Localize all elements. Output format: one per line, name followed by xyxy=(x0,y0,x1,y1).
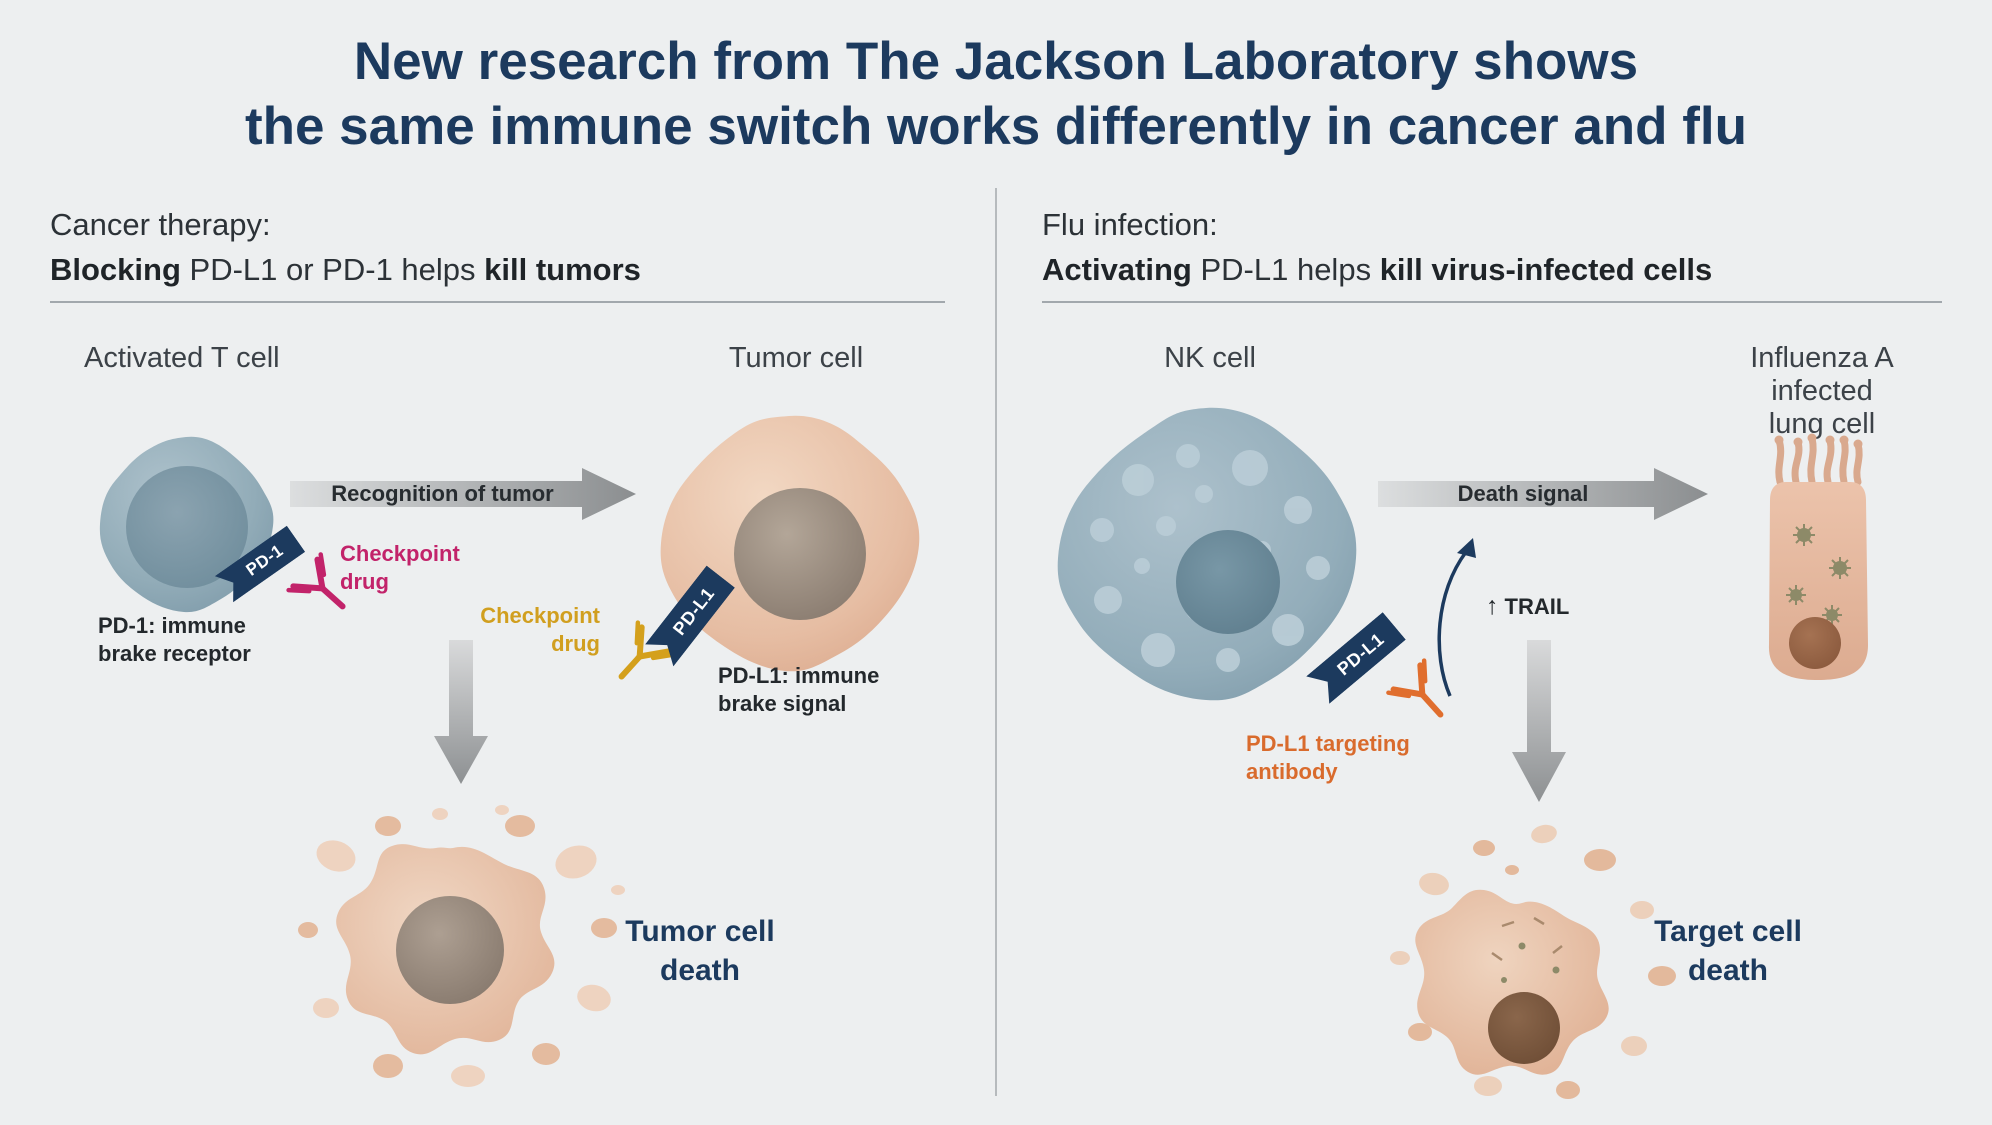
recognition-arrow-label: Recognition of tumor xyxy=(331,481,554,506)
right-header-mid: PD-L1 helps xyxy=(1191,251,1380,287)
trail-curved-arrow-icon xyxy=(1437,538,1476,697)
right-panel-header: Flu infection: Activating PD-L1 helps ki… xyxy=(1042,203,1712,293)
target-cell-fragments xyxy=(1390,824,1676,1099)
recognition-arrow-icon xyxy=(290,468,636,520)
nk-cell-label: NK cell xyxy=(1164,342,1256,374)
right-header-line2: Activating PD-L1 helps kill virus-infect… xyxy=(1042,248,1712,293)
checkpoint-drug-antibody-pink-icon xyxy=(286,552,346,610)
t-cell-nucleus xyxy=(126,466,248,588)
right-down-arrow-icon xyxy=(1512,640,1566,802)
nk-cell-nucleus xyxy=(1176,530,1280,634)
left-down-arrow-icon xyxy=(434,640,488,784)
trail-label-group: ↑TRAIL xyxy=(1486,592,1569,621)
checkpoint-drug-pink-label: Checkpoint drug xyxy=(340,541,460,595)
tumor-cell-fragments xyxy=(298,805,625,1087)
dead-tumor-cell-nucleus xyxy=(396,896,504,1004)
tumor-death-label: Tumor cell death xyxy=(625,915,775,987)
trail-increase-arrow-icon: ↑ xyxy=(1486,592,1499,620)
right-header-bold1: Activating xyxy=(1042,251,1192,287)
left-header-line1: Cancer therapy: xyxy=(50,207,271,242)
pd1-caption: PD-1: immune brake receptor xyxy=(98,613,251,667)
tumor-cell xyxy=(660,415,920,672)
activated-t-cell xyxy=(99,436,274,613)
left-header-rule xyxy=(50,301,945,303)
lung-cell-cilia-tips xyxy=(1774,433,1863,449)
pdl1-targeting-antibody-icon xyxy=(1386,658,1444,718)
left-header-bold2: kill tumors xyxy=(484,251,641,287)
lung-cell-label: Influenza A infected lung cell xyxy=(1750,342,1894,440)
death-signal-arrow-label: Death signal xyxy=(1457,481,1589,506)
death-signal-arrow-icon xyxy=(1378,468,1708,520)
dead-tumor-cell xyxy=(298,805,625,1087)
right-header-line1: Flu infection: xyxy=(1042,207,1218,242)
title-line-1: New research from The Jackson Laboratory… xyxy=(353,32,1639,91)
dead-target-cell-nucleus xyxy=(1488,992,1560,1064)
target-death-label: Target cell death xyxy=(1654,915,1802,987)
right-header-bold2: kill virus-infected cells xyxy=(1379,251,1713,287)
virus-particles xyxy=(1786,524,1851,625)
left-header-mid: PD-L1 or PD-1 helps xyxy=(180,251,485,287)
lung-cell-cilia xyxy=(1775,434,1863,486)
left-panel-header: Cancer therapy: Blocking PD-L1 or PD-1 h… xyxy=(50,203,641,293)
dead-target-cell-body xyxy=(1415,889,1609,1075)
tumor-cell-nucleus xyxy=(734,488,866,620)
page-title: New research from The Jackson Laboratory… xyxy=(0,30,1992,159)
left-header-line2: Blocking PD-L1 or PD-1 helps kill tumors xyxy=(50,248,641,293)
dead-target-cell xyxy=(1390,824,1676,1099)
title-line-2: the same immune switch works differently… xyxy=(244,96,1748,156)
tumor-cell-label: Tumor cell xyxy=(728,342,864,374)
checkpoint-drug-gold-label: Checkpoint drug xyxy=(480,603,600,657)
left-header-bold1: Blocking xyxy=(50,251,181,287)
pdl1-antibody-caption: PD-L1 targeting antibody xyxy=(1246,731,1410,785)
trail-label: TRAIL xyxy=(1504,594,1570,619)
t-cell-label: Activated T cell xyxy=(84,342,280,374)
infected-lung-cell xyxy=(1768,433,1868,680)
right-header-rule xyxy=(1042,301,1942,303)
pdl1-caption: PD-L1: immune brake signal xyxy=(718,663,880,717)
nk-cell xyxy=(1057,407,1357,701)
lung-cell-nucleus xyxy=(1789,617,1841,669)
panel-divider xyxy=(995,188,997,1096)
